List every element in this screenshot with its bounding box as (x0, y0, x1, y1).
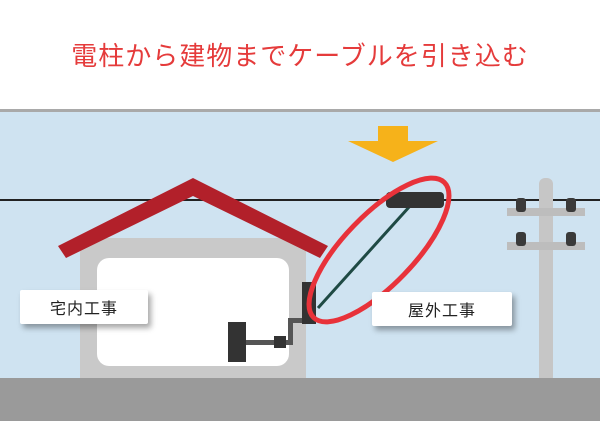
indoor-work-label: 宅内工事 (20, 290, 148, 324)
outdoor-work-label: 屋外工事 (372, 292, 512, 326)
down-arrow-icon (348, 126, 438, 162)
utility-pole (507, 178, 585, 383)
indoor-equipment (228, 318, 304, 362)
drop-cable (316, 204, 412, 310)
cable-clamp (386, 192, 444, 208)
ground (0, 378, 600, 421)
title-banner: 電柱から建物までケーブルを引き込む (0, 0, 600, 112)
house-roof (58, 178, 328, 258)
highlight-ellipse (306, 175, 452, 325)
page-title: 電柱から建物までケーブルを引き込む (71, 42, 529, 72)
